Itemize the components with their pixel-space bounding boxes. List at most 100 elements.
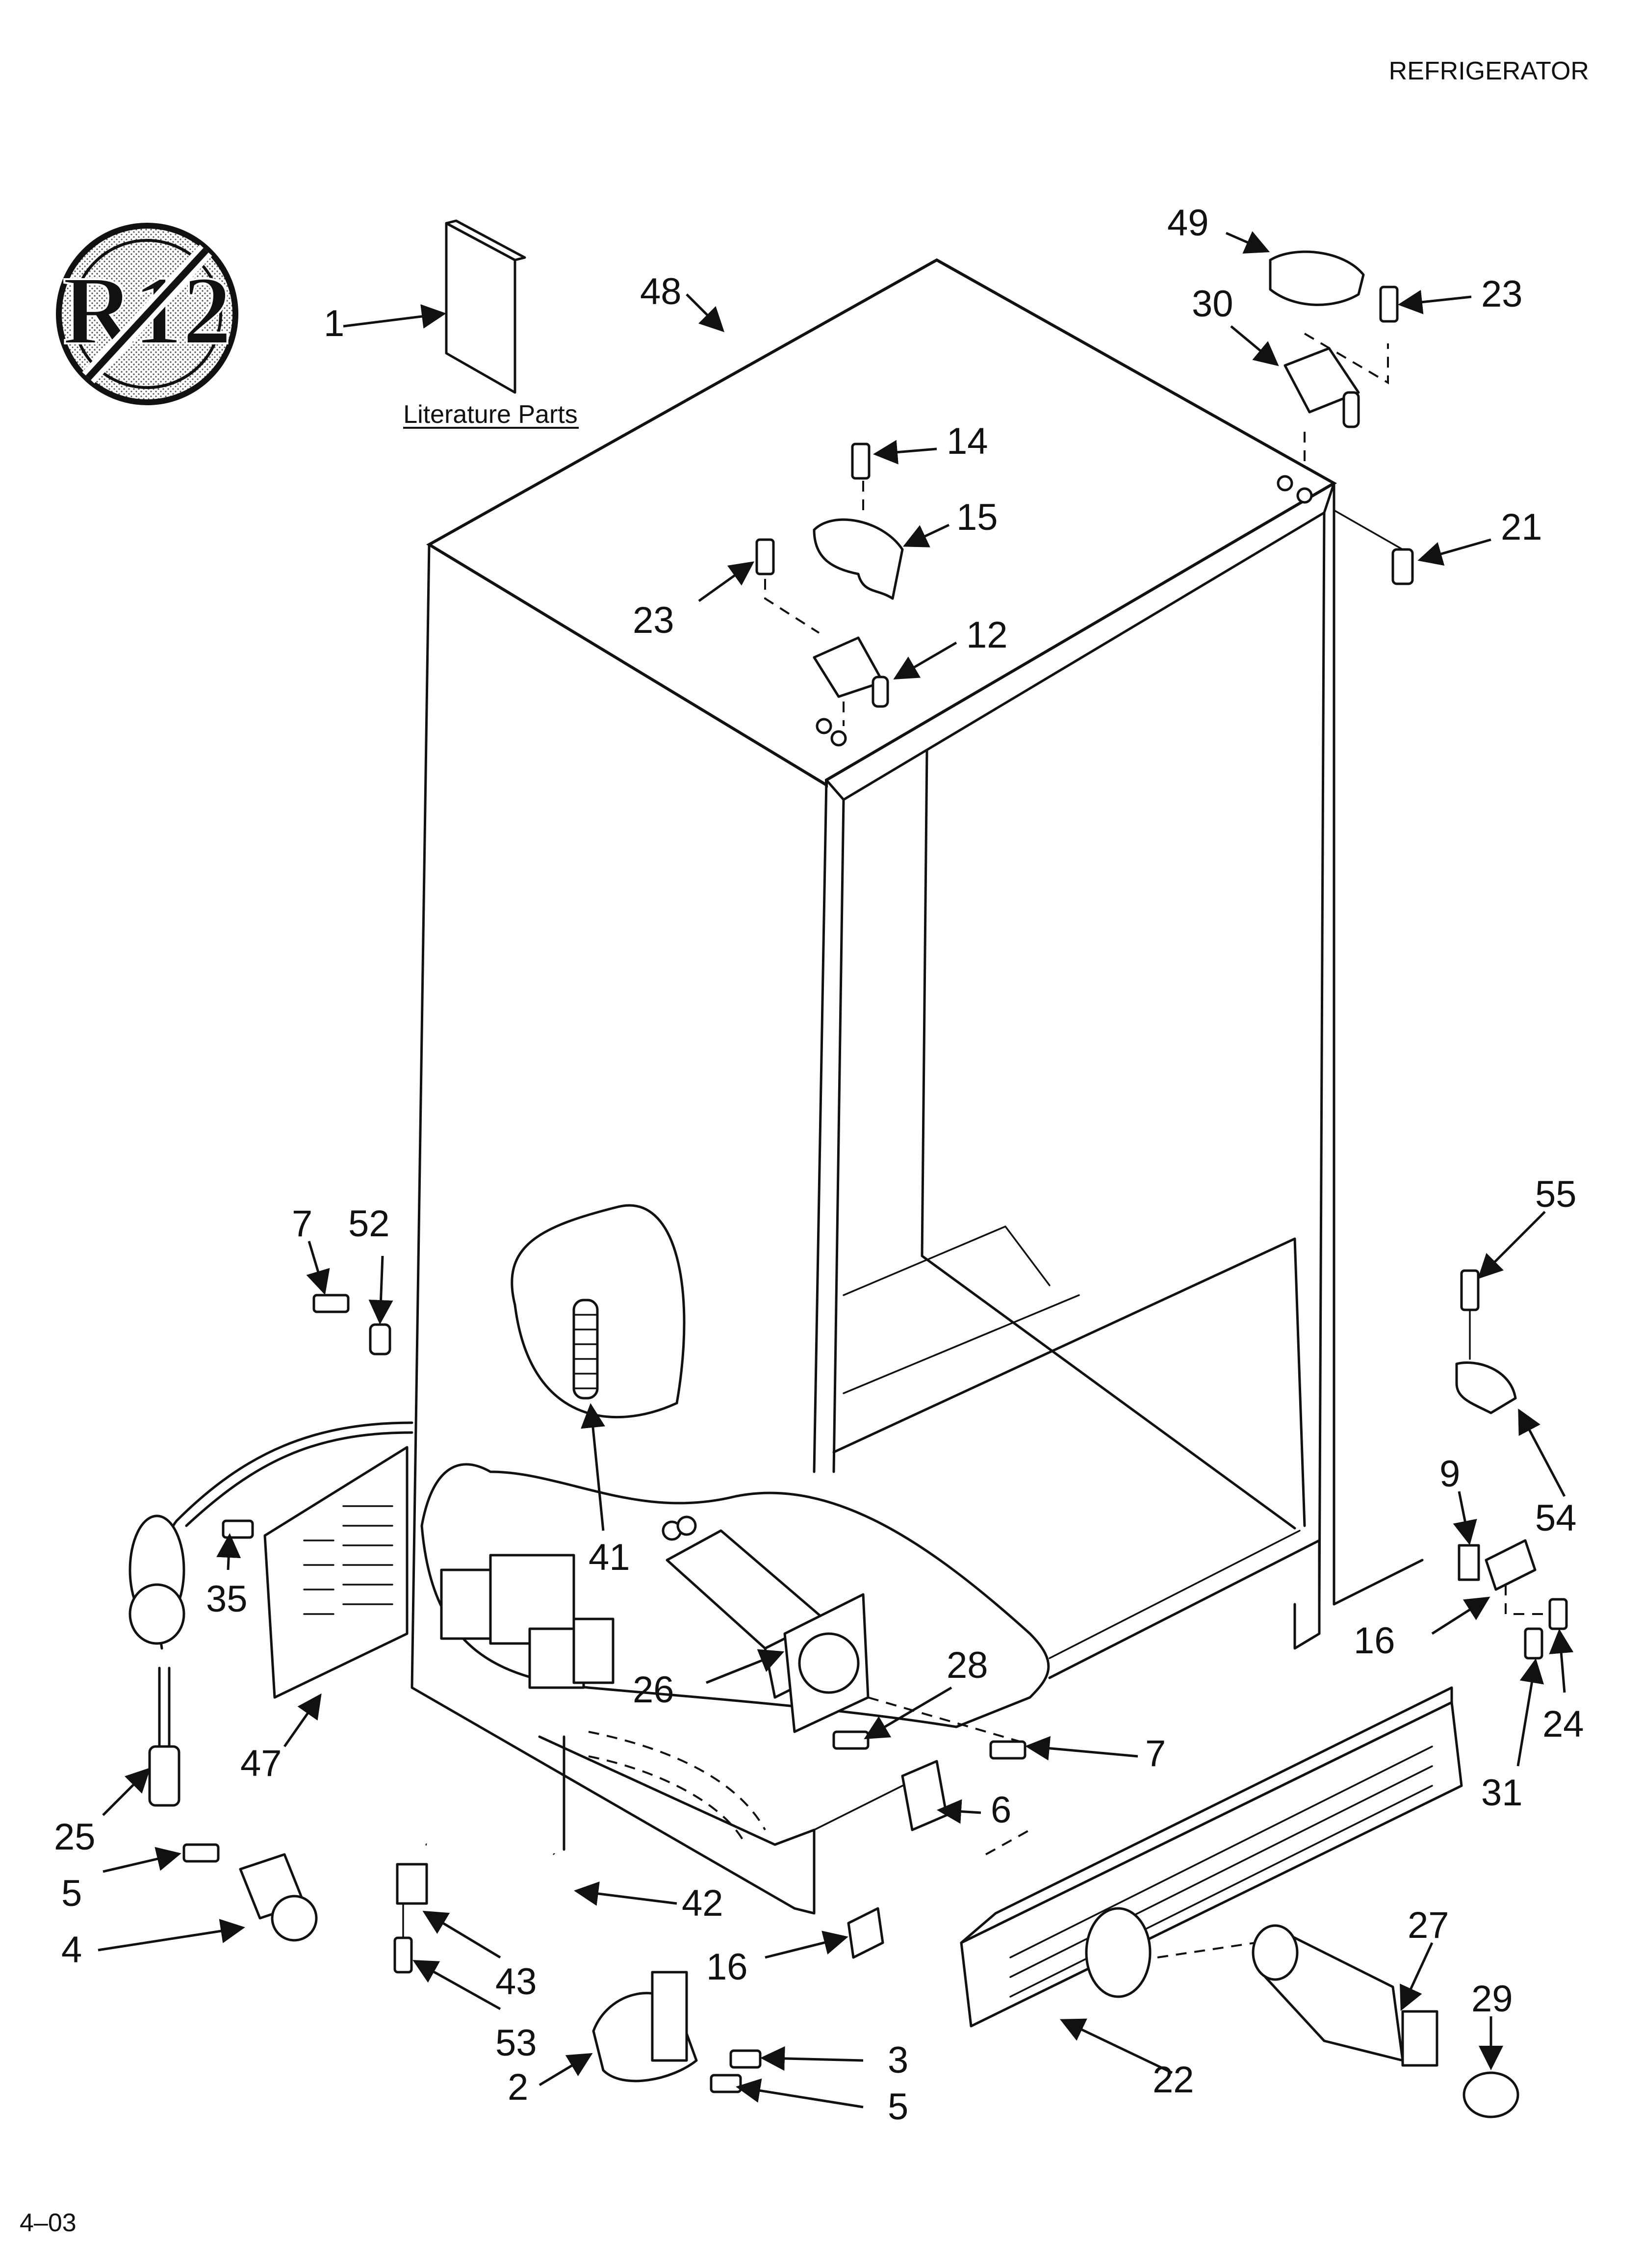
part-label-43: 43 — [495, 1961, 537, 2003]
part-label-7-top: 7 — [292, 1203, 312, 1245]
water-filter-27 — [1252, 1924, 1438, 2067]
cabinet-inner-floor — [843, 1225, 1051, 1296]
cabinet-inner-back — [921, 749, 1296, 1530]
clamp-43 — [396, 1863, 428, 1905]
screw-55-icon — [1460, 1269, 1480, 1311]
dash-23 — [764, 579, 820, 634]
cabinet-left-side — [410, 543, 796, 1910]
part-label-2: 2 — [508, 2066, 528, 2108]
part-label-6: 6 — [991, 1789, 1011, 1831]
part-label-16-right: 16 — [1354, 1620, 1395, 1662]
screw-5-lower-icon — [710, 2074, 742, 2093]
cabinet-bottom-rail — [1049, 1530, 1301, 1659]
hinge-30-hole-icon — [1277, 475, 1293, 492]
part-label-16-lower: 16 — [706, 1946, 748, 1988]
part-label-55: 55 — [1535, 1173, 1577, 1215]
part-label-7-bottom: 7 — [1145, 1733, 1166, 1774]
screw-14-icon — [851, 443, 871, 480]
hinge-30-hole-2-icon — [1296, 487, 1313, 504]
screw-24-icon — [1548, 1598, 1568, 1630]
dash-23-right — [1304, 333, 1389, 385]
part-label-23-top: 23 — [1481, 273, 1523, 315]
part-label-48: 48 — [640, 271, 682, 313]
part-label-9: 9 — [1439, 1453, 1460, 1495]
screw-23-upper-right-icon — [1379, 286, 1399, 323]
hinge-cover-49 — [1269, 250, 1365, 306]
literature-booklet-edge — [445, 219, 526, 261]
roller-4 — [239, 1853, 318, 1942]
part-label-27: 27 — [1408, 1904, 1449, 1946]
part-label-29: 29 — [1471, 1978, 1513, 2020]
part-label-42: 42 — [682, 1882, 723, 1924]
literature-caption: Literature Parts — [403, 400, 578, 429]
part-label-54: 54 — [1535, 1497, 1577, 1539]
part-label-22: 22 — [1153, 2059, 1194, 2101]
drain-pan — [538, 1735, 933, 1915]
screw-7-upper-icon — [312, 1294, 350, 1313]
filter-access-icon — [1085, 1907, 1152, 1998]
literature-parts: Literature Parts — [403, 219, 579, 429]
screw-53-icon — [393, 1936, 413, 1974]
screw-3-icon — [729, 2049, 762, 2069]
cabinet-front-left-edge — [813, 779, 828, 1473]
hinge-12 — [813, 636, 889, 708]
power-cord-25 — [128, 1421, 413, 1807]
part-label-47: 47 — [240, 1743, 282, 1784]
part-label-12: 12 — [966, 614, 1008, 656]
compressor-relays — [440, 1554, 615, 1689]
part-label-41: 41 — [589, 1537, 630, 1578]
part-label-35: 35 — [206, 1578, 248, 1620]
clip-52 — [369, 1323, 391, 1356]
water-tube-42 — [425, 1842, 570, 1899]
cabinet-front-top-frame — [825, 482, 1335, 801]
part-label-31: 31 — [1481, 1772, 1523, 1814]
part-label-5-left: 5 — [61, 1873, 82, 1914]
rear-access-panel-47 — [263, 1446, 409, 1699]
roller-bracket-16-right — [1485, 1539, 1537, 1591]
cabinet-front-inner-right — [1318, 511, 1326, 1606]
section-title: REFRIGERATOR — [1389, 57, 1589, 85]
power-plug-icon — [148, 1745, 180, 1807]
part-label-30: 30 — [1192, 283, 1233, 325]
hinge-hole-icon — [816, 718, 832, 734]
screw-31-icon — [1524, 1627, 1543, 1660]
page-code: 4–03 — [20, 2209, 77, 2237]
door-stop-54 — [1455, 1361, 1517, 1414]
bracket-6 — [901, 1760, 948, 1831]
hinge-2 — [592, 1971, 698, 2083]
bracket-9 — [1458, 1544, 1480, 1581]
cabinet-front-inner-left — [832, 798, 845, 1473]
screw-28-icon — [832, 1730, 870, 1750]
part-label-15: 15 — [956, 496, 998, 538]
cabinet-right-foot — [1333, 1559, 1424, 1606]
part-number-labels: 1 48 49 23 30 14 15 21 23 12 7 52 55 41 … — [54, 202, 1584, 2128]
dash-grille — [985, 1829, 1030, 1855]
part-label-4: 4 — [61, 1929, 82, 1971]
screw-7-lower-icon — [989, 1740, 1026, 1760]
part-label-25: 25 — [54, 1816, 96, 1858]
dash-24 — [1505, 1585, 1550, 1615]
screw-5-left-icon — [182, 1843, 220, 1863]
dash-27 — [1157, 1942, 1256, 1958]
part-label-21: 21 — [1501, 506, 1542, 548]
part-label-5-bottom: 5 — [888, 2086, 908, 2128]
plug-21 — [1391, 548, 1414, 585]
fan-housing-26 — [662, 1515, 870, 1733]
screw-35-icon — [222, 1519, 254, 1539]
no-r12-badge: R12 — [56, 223, 238, 405]
part-label-53: 53 — [495, 2022, 537, 2064]
part-label-14: 14 — [947, 420, 988, 462]
refrigerator-cabinet — [410, 258, 1424, 1910]
cabinet-bottom-frame — [1048, 1539, 1321, 1679]
line-21 — [1333, 509, 1404, 550]
screw-23-upper-left-icon — [755, 538, 775, 575]
filter-cap-29 — [1462, 2071, 1519, 2118]
part-label-23-mid: 23 — [633, 600, 674, 641]
badge-text: R12 — [63, 257, 231, 365]
cabinet-inner-shelf — [832, 1237, 1306, 1527]
cabinet-inner-line — [843, 1294, 1080, 1394]
part-label-3: 3 — [888, 2039, 908, 2081]
part-label-26: 26 — [633, 1669, 674, 1711]
